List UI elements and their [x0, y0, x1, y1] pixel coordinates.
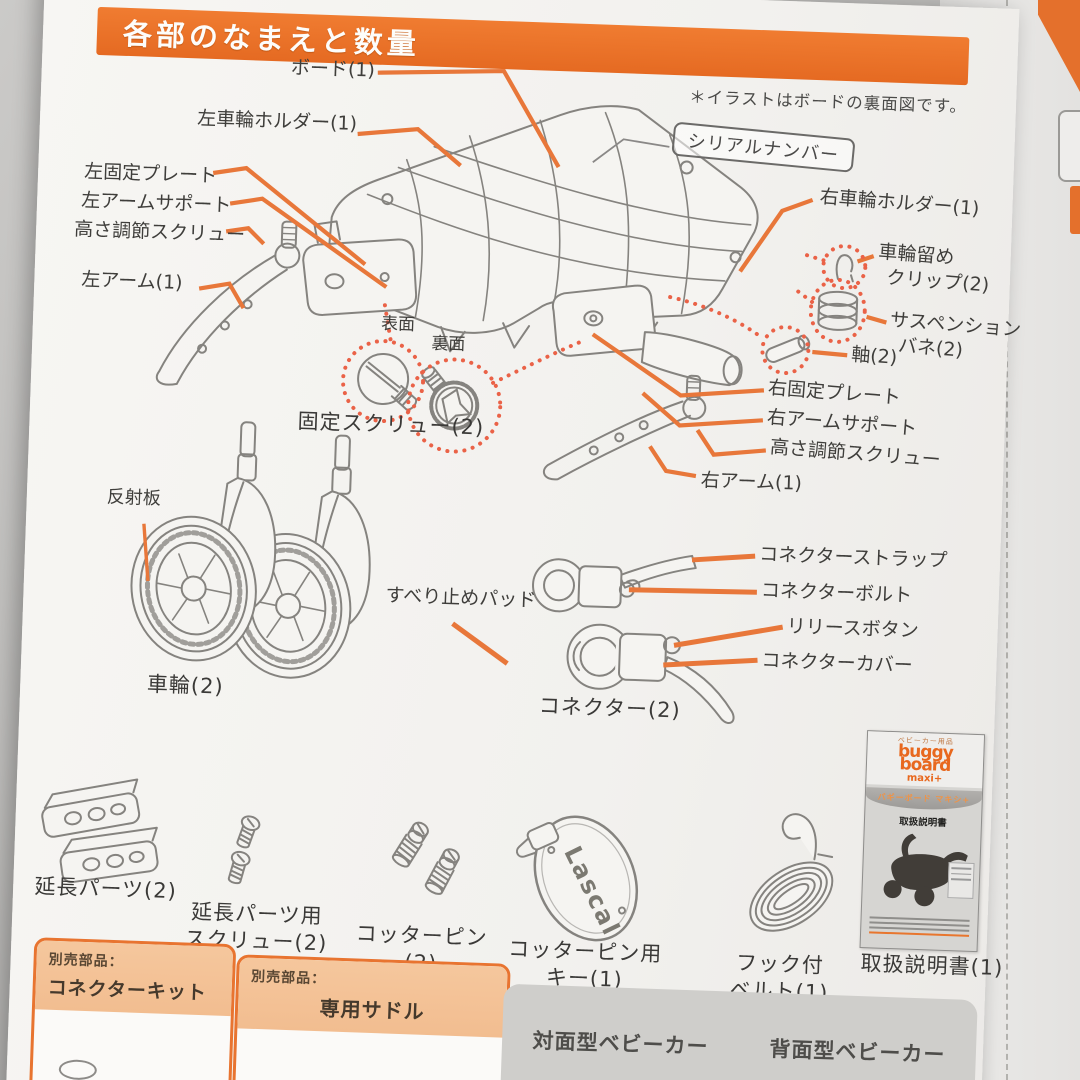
- stroller-type-rear: 背面型ベビーカー: [769, 1036, 946, 1068]
- label-left-arm-support: 左アームサポート: [80, 189, 232, 217]
- label-connector-bolt: コネクターボルト: [760, 579, 913, 607]
- next-page-orange-mark: [1070, 186, 1080, 234]
- stroller-type-facing: 対面型ベビーカー: [532, 1028, 709, 1059]
- option-name-connector-kit: コネクターキット: [47, 976, 208, 1005]
- board-illustration: [155, 105, 759, 481]
- label-left-fix-plate: 左固定プレート: [83, 160, 218, 188]
- leader-lines: [142, 68, 887, 668]
- buggyboard-logo: buggy board: [897, 741, 954, 777]
- label-front-face: 表面: [380, 313, 416, 336]
- option-box-saddle: 別売部品： 専用サドル: [231, 954, 511, 1080]
- serial-leader-line: [592, 138, 670, 163]
- dotted-markers: [341, 244, 868, 454]
- stroller-type-box: 対面型ベビーカー 背面型ベビーカー: [499, 983, 978, 1080]
- label-axle: 軸(2): [850, 343, 898, 369]
- manual-page: 各部のなまえと数量 ＊イラストはボードの裏面図です。: [3, 0, 1022, 1080]
- label-release-button: リリースボタン: [786, 615, 920, 642]
- option-box-connector-kit: 別売部品： コネクターキット: [28, 937, 237, 1080]
- label-antislip-pad: すべり止めパッド: [385, 584, 537, 612]
- hook-belt-illustration: [749, 813, 834, 932]
- label-suspension-spring: サスペンション バネ(2): [889, 308, 1022, 362]
- booklet-fine-print: [869, 913, 970, 937]
- label-connector-cover: コネクターカバー: [761, 649, 914, 677]
- label-board: ボード(1): [290, 56, 376, 82]
- booklet-product-photo: [883, 833, 968, 907]
- option-name-saddle: 専用サドル: [319, 996, 425, 1024]
- parts-diagram-artwork: Lascal: [41, 68, 887, 942]
- option-tag: 別売部品：: [250, 968, 327, 988]
- small-parts-illustration: [765, 254, 859, 363]
- connector-illustration: [532, 554, 735, 724]
- page-perforation: [1006, 0, 1008, 1080]
- label-back-face: 裏面: [431, 333, 466, 355]
- wheels-illustration: [130, 421, 371, 679]
- label-right-arm: 右アーム(1): [700, 469, 803, 495]
- option-tag: 別売部品：: [48, 951, 124, 971]
- label-wheel-clip: 車輪留め クリップ(2): [877, 240, 990, 297]
- label-reflector: 反射板: [106, 486, 162, 510]
- label-left-arm: 左アーム(1): [81, 268, 183, 294]
- manual-booklet-cover: ベビーカー用品 buggy board maxi+ バギーボード マキシ+ 取扱…: [859, 730, 986, 953]
- booklet-product-name: バギーボード マキシ+: [877, 792, 971, 805]
- fix-screw-illustration: [357, 353, 480, 431]
- connector-kit-part-sketch: [58, 1059, 98, 1080]
- caption-wheels: 車輪(2): [146, 671, 225, 699]
- cotter-key-illustration: Lascal: [516, 815, 639, 942]
- bottom-parts-illustration: Lascal: [41, 778, 834, 942]
- booklet-spec-box: [947, 862, 975, 899]
- next-page-box-edge: [1058, 110, 1080, 182]
